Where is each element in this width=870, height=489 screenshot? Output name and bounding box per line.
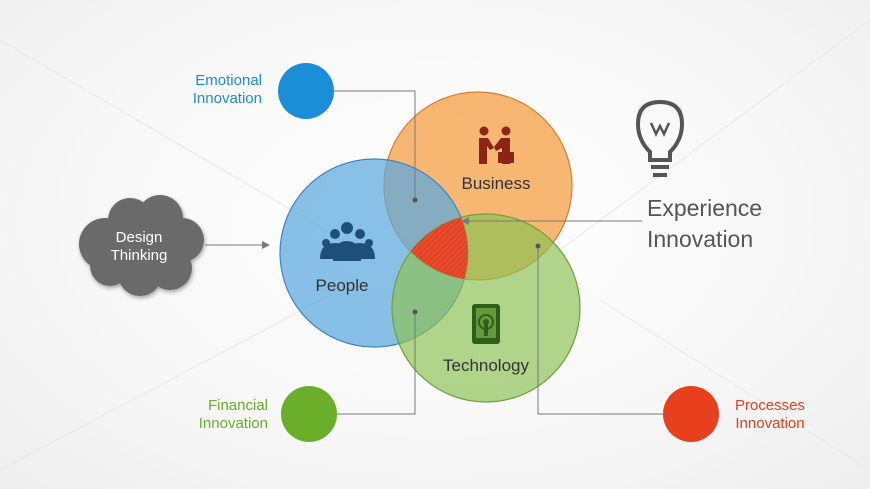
arrow-head-center [461, 217, 469, 225]
processes-innovation-label: Processes Innovation [726, 397, 814, 433]
experience-line2: Innovation [647, 226, 754, 253]
emotional-connector [334, 90, 416, 200]
lightbulb-icon [635, 99, 685, 177]
financial-line2: Innovation [198, 415, 268, 432]
processes-line2: Innovation [735, 415, 805, 432]
emotional-line2: Innovation [192, 90, 262, 107]
emotional-line1: Emotional [195, 72, 262, 89]
connector-dot [535, 243, 541, 249]
connector-lines [205, 90, 663, 415]
experience-line1: Experience [647, 195, 763, 221]
design-line1: Design [115, 229, 163, 246]
financial-innovation-label: Financial Innovation [176, 397, 268, 433]
experience-innovation-label: Experience Innovation [647, 193, 827, 255]
emotional-innovation-label: Emotional Innovation [170, 72, 262, 108]
design-line2: Thinking [110, 247, 168, 264]
business-label: Business [461, 174, 531, 193]
people-label: People [315, 276, 369, 295]
processes-innovation-dot [663, 386, 719, 442]
processes-connector [537, 246, 663, 415]
connector-dot [412, 197, 418, 203]
touch-tablet-icon [472, 304, 500, 344]
financial-connector [337, 312, 416, 415]
design-thinking-label: Design Thinking [98, 229, 180, 265]
arrow-head [262, 241, 270, 249]
connector-dot [412, 309, 418, 315]
technology-label: Technology [442, 356, 529, 375]
group-people-icon [320, 222, 375, 261]
design-thinking-cloud [79, 195, 204, 296]
handshake-icon [479, 126, 514, 164]
financial-innovation-dot [281, 386, 337, 442]
emotional-innovation-dot [278, 63, 334, 119]
financial-line1: Financial [207, 397, 268, 414]
processes-line1: Processes [734, 397, 806, 414]
